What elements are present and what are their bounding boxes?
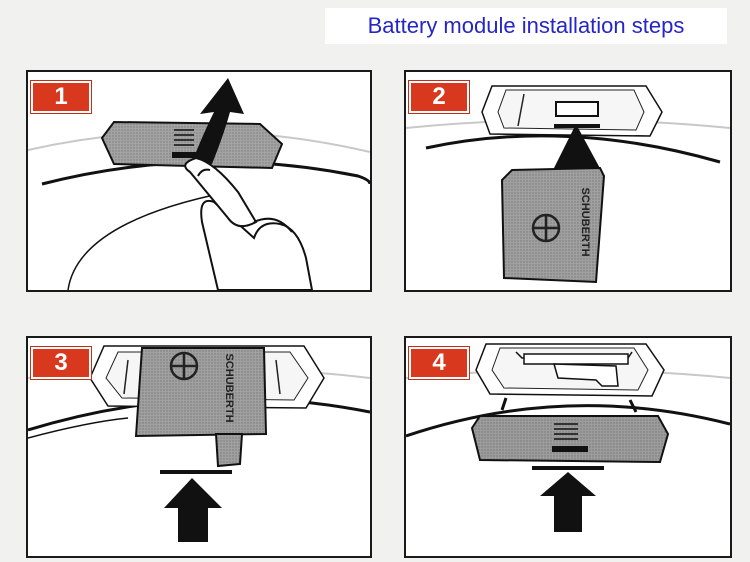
battery-tab: [214, 433, 244, 468]
step-3-badge: 3: [31, 347, 91, 379]
grip-ridges: [174, 129, 194, 146]
helmet-rim: [41, 160, 370, 186]
insert-line: [160, 470, 232, 474]
step-3-panel: 3 SCHUBERTH: [26, 336, 372, 558]
step-3-illustration: SCHUBERTH: [28, 345, 370, 542]
step-1-panel: 1: [26, 70, 372, 292]
helmet-rim: [406, 404, 730, 438]
insert-line: [532, 466, 604, 470]
curved-arrow-icon: [192, 78, 244, 164]
battery-module: SCHUBERTH: [500, 166, 606, 284]
grip-ridges: [554, 423, 578, 440]
step-4-badge: 4: [409, 347, 469, 379]
step-2-illustration: SCHUBERTH: [406, 85, 730, 284]
latch: [552, 446, 588, 452]
battery-module: SCHUBERTH: [134, 347, 268, 468]
title-banner: Battery module installation steps: [325, 8, 727, 44]
step-4-panel: 4: [404, 336, 732, 558]
arrow-up-icon: [164, 478, 222, 542]
arrow-up-icon: [552, 124, 602, 200]
latch: [172, 152, 212, 158]
step-4-illustration: [406, 343, 730, 532]
installed-battery: [523, 353, 629, 365]
battery-brand-label: SCHUBERTH: [223, 353, 235, 422]
battery-brand-label: SCHUBERTH: [579, 187, 591, 256]
battery-cover: [470, 397, 670, 464]
hand-icon: [184, 156, 314, 290]
page-title: Battery module installation steps: [367, 13, 685, 38]
step-2-badge: 2: [409, 81, 469, 113]
step-1-illustration: [28, 78, 370, 290]
bay-contact: [555, 101, 599, 117]
helmet-rim: [425, 134, 721, 164]
arrow-up-icon: [540, 472, 596, 532]
step-1-badge: 1: [31, 81, 91, 113]
step-2-panel: 2 SCHUBERTH: [404, 70, 732, 292]
